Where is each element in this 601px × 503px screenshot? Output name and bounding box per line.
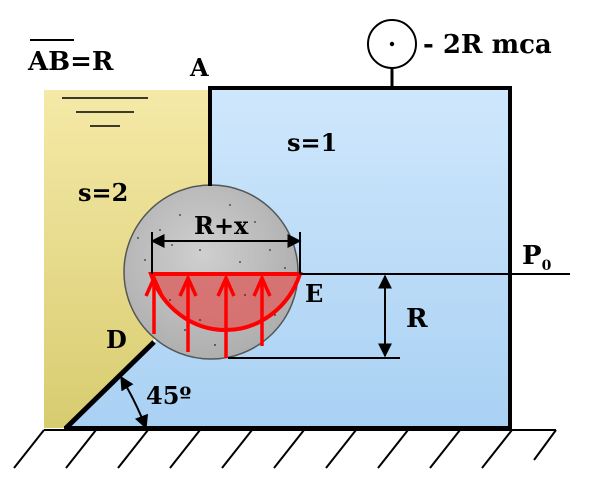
inclined-wall	[64, 340, 156, 430]
pressure-speckles	[169, 294, 276, 346]
r-dim-label: R	[406, 304, 428, 334]
point-a-label: A	[189, 53, 209, 82]
p0-label: P0	[522, 241, 552, 274]
angle-arc	[120, 375, 149, 430]
angle-label: 45º	[146, 381, 191, 410]
pressure-gauge-icon	[367, 19, 417, 88]
pressure-outline	[148, 272, 303, 333]
point-d-label: D	[106, 325, 127, 354]
point-e-label: E	[305, 279, 323, 308]
s2-label: s=2	[78, 178, 128, 207]
ab-label: AB=R	[27, 47, 114, 77]
ground-hatch	[13, 429, 557, 469]
tank-walls	[64, 86, 512, 430]
rx-label: R+x	[194, 211, 249, 240]
free-surface-icon	[62, 97, 148, 127]
pressure-arrows	[144, 273, 272, 358]
gauge-label: - 2R mca	[423, 30, 552, 60]
rx-dimension	[150, 232, 302, 274]
s1-label: s=1	[287, 128, 337, 157]
